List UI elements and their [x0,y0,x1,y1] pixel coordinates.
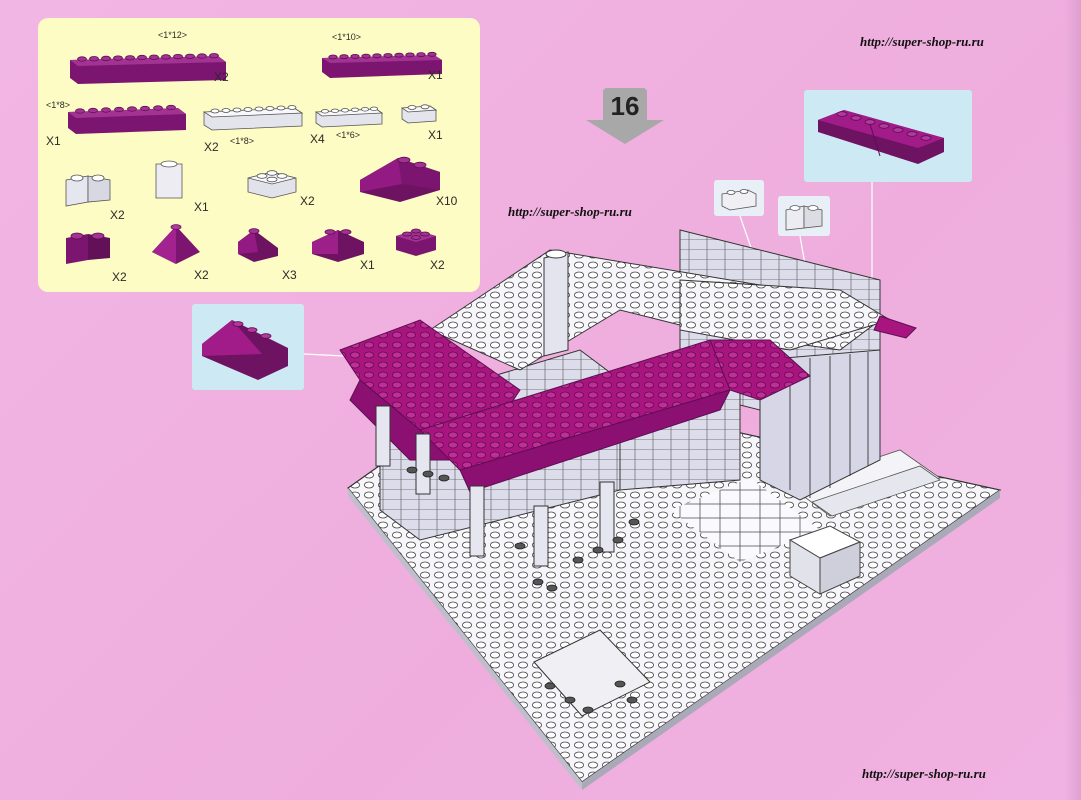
qty-1x8-white: X2 [204,140,219,154]
purple-brick-1x12 [70,53,226,84]
qty-1x6-white: X4 [310,132,325,146]
dim-label-1x10: <1*10> [332,32,362,42]
dim-label-1x8-purple: <1*8> [46,100,71,110]
qty-slope-small: X3 [282,268,297,282]
purple-brick-1x10 [322,51,442,78]
qty-peak: X2 [194,268,209,282]
qty-2x2-white: X2 [300,194,315,208]
qty-1x10: X1 [428,68,443,82]
purple-slope-large [360,156,440,202]
callout-white-brick-1x2 [714,180,764,216]
white-brick-1x6 [314,106,384,128]
qty-slope-2x2: X1 [360,258,375,272]
callout-purple-slope [192,304,304,390]
dim-label-1x8-white: <1*8> [230,136,255,146]
url-bottom-right[interactable]: http://super-shop-ru.ru [862,766,986,781]
purple-slope-small [238,228,278,262]
porch-details [406,466,640,592]
purple-corner-brick [66,232,110,264]
white-brick-1x1-tall [155,160,183,199]
purple-peak-brick [152,224,200,264]
qty-1x12: X2 [214,70,229,84]
white-brick-1x8 [202,105,304,131]
page-edge [1065,0,1081,800]
qty-1x2-white: X1 [428,128,443,142]
qty-corner-purple: X2 [112,270,127,284]
url-top-right[interactable]: http://super-shop-ru.ru [860,34,984,49]
dim-label-1x12: <1*12> [158,30,188,40]
qty-1x1-tall: X1 [194,200,209,214]
parts-list-panel: <1*12> X2 <1*10> X1 <1*8> X1 [38,18,480,292]
white-brick-1x2 [400,104,438,124]
porch-columns [375,405,615,567]
purple-brick-1x8 [68,104,186,134]
qty-corner-white: X2 [110,208,125,222]
down-arrow-icon [586,120,664,144]
callout-white-corner [778,196,830,236]
house-model-illustration [339,229,1002,790]
step-number-box: 16 [603,88,647,124]
purple-slope-2x2 [312,229,364,262]
qty-1x8-purple: X1 [46,134,61,148]
white-corner-brick [65,174,111,207]
step-number: 16 [610,90,640,121]
purple-slope-callout-icon [202,320,288,380]
purple-roof-piece-callout-icon [818,110,944,164]
white-brick-1x2-callout-icon [721,189,757,211]
white-brick-2x2 [247,170,297,199]
callout-purple-roof-piece [804,90,972,182]
qty-2x2-purple: X2 [430,258,445,272]
qty-slope-large: X10 [436,194,458,208]
roof-right [709,339,811,401]
chimney [543,251,569,357]
dim-label-1x6: <1*6> [336,130,361,140]
white-corner-callout-icon [785,205,823,231]
purple-brick-2x2 [396,228,436,256]
tiled-floor [670,478,820,562]
url-middle[interactable]: http://super-shop-ru.ru [508,204,632,219]
